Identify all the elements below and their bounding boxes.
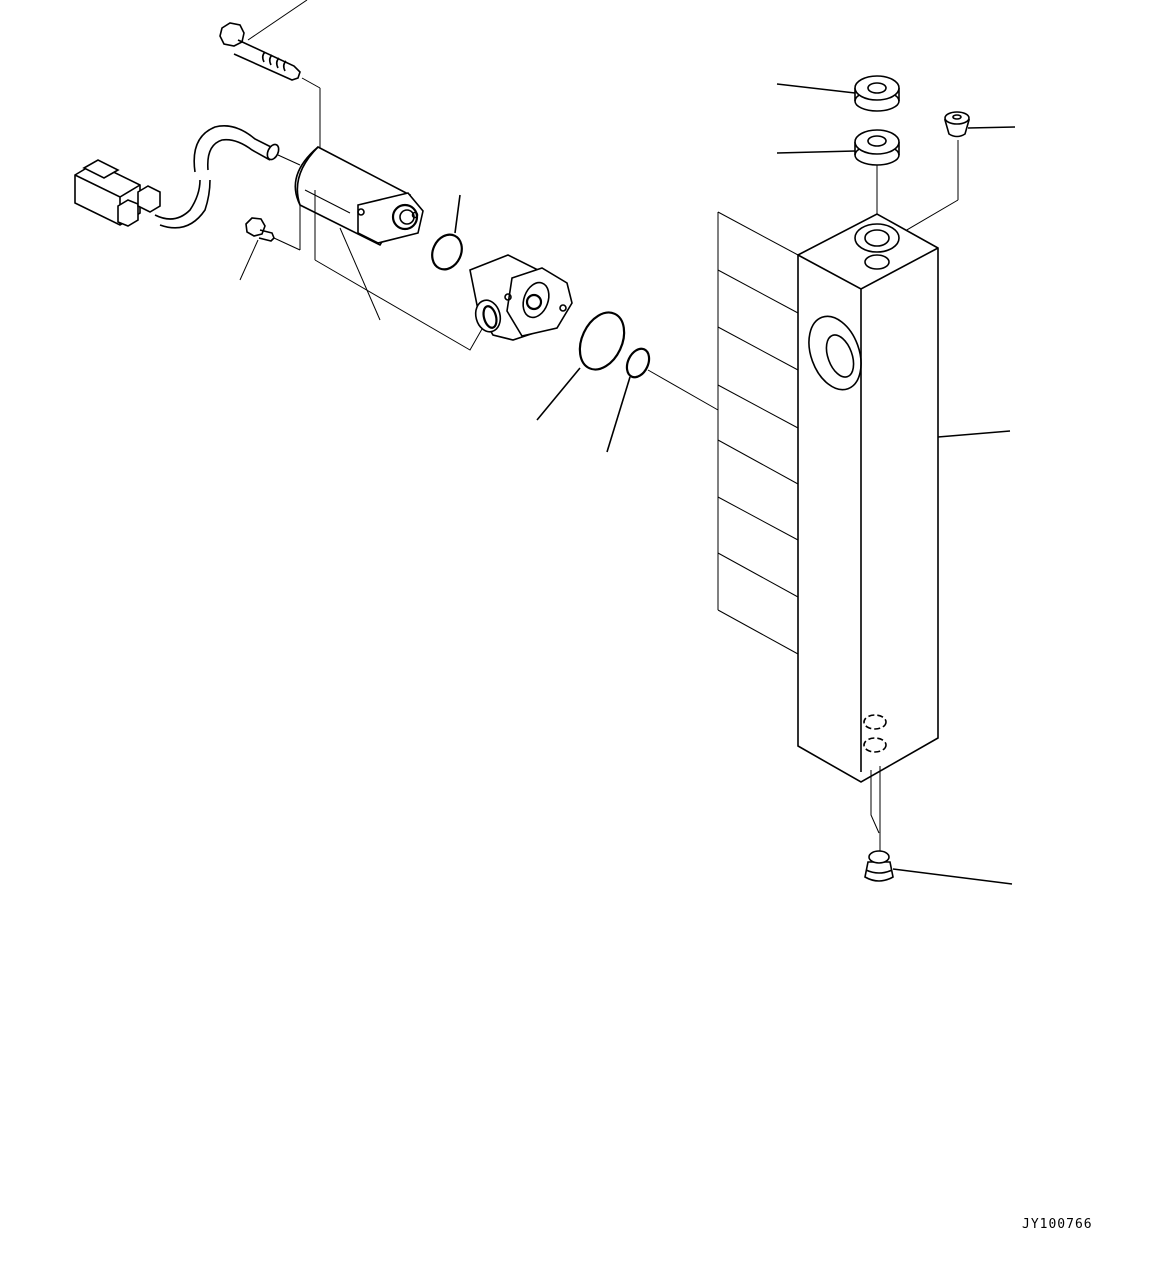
hex-socket-bolt-icon xyxy=(219,0,321,195)
washer-icon xyxy=(776,129,900,230)
manifold-block-icon xyxy=(797,213,1011,783)
valve-body-icon xyxy=(469,254,573,341)
solenoid-icon xyxy=(294,146,491,351)
drawing-id-label: JY100766 xyxy=(1022,1217,1093,1232)
o-ring-icon xyxy=(536,311,626,421)
washer-icon xyxy=(776,75,900,112)
plug-icon xyxy=(864,766,1013,885)
bolt-icon xyxy=(239,205,301,281)
leader-lines xyxy=(717,211,799,655)
o-ring-icon xyxy=(431,194,463,271)
electrical-connector-icon xyxy=(74,125,301,229)
o-ring-icon xyxy=(606,347,719,453)
